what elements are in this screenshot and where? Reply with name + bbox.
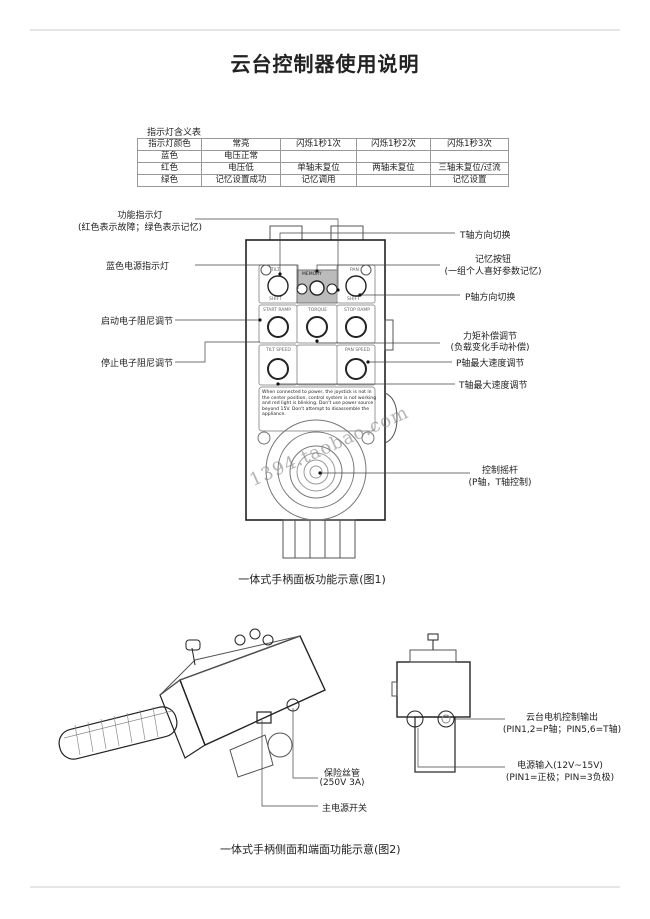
table-cell: 记忆设置 [430, 174, 509, 187]
controller-side-view [58, 628, 326, 778]
label-joystick-note: (P轴，T轴控制) [468, 478, 532, 488]
table-cell: 电压正常 [201, 150, 281, 163]
table-cell [356, 150, 431, 163]
label-power-input-note: (PIN1=正极；PIN=3负极) [505, 773, 615, 783]
header-cell: 常亮 [201, 138, 281, 151]
indicator-table: 指示灯颜色 常亮 闪烁1秒1次 闪烁1秒2次 闪烁1秒3次 蓝色 电压正常 红色… [137, 138, 509, 187]
page-title: 云台控制器使用说明 [230, 52, 420, 76]
table-cell [356, 174, 431, 187]
figure2-end-leaders [417, 718, 505, 768]
header-cell: 指示灯颜色 [137, 138, 202, 151]
table-cell: 电压低 [201, 162, 281, 175]
controller-end-view [391, 633, 471, 773]
table-cell: 三轴未复位/过流 [430, 162, 509, 175]
label-tilt-shift: T轴方向切换 [460, 231, 511, 241]
label-torque: 力矩补偿调节 [462, 332, 518, 342]
table-cell: 记忆设置成功 [201, 174, 281, 187]
panel-stop-ramp-text: STOP RAMP [344, 308, 370, 313]
panel-memory-text: MEMORY [302, 272, 322, 277]
table-header-row: 指示灯颜色 常亮 闪烁1秒1次 闪烁1秒2次 闪烁1秒3次 [137, 138, 509, 151]
table-cell: 绿色 [137, 174, 202, 187]
label-joystick: 控制摇杆 [481, 466, 519, 476]
panel-tilt-speed-text: TILT SPEED [266, 348, 291, 353]
panel-start-ramp-text: START RAMP [263, 308, 291, 313]
table-row: 绿色 记忆设置成功 记忆调用 记忆设置 [137, 174, 509, 187]
table-cell: 红色 [137, 162, 202, 175]
label-torque-note: (负载变化手动补偿) [450, 343, 530, 353]
table-cell: 单轴未复位 [280, 162, 357, 175]
header-cell: 闪烁1秒1次 [280, 138, 357, 151]
label-power-input: 电源输入(12V~15V) [517, 761, 603, 771]
table-row: 红色 电压低 单轴未复位 两轴未复位 三轴未复位/过流 [137, 162, 509, 175]
label-start-ramp: 启动电子阻尼调节 [101, 317, 174, 327]
label-pan-shift: P轴方向切换 [465, 293, 516, 303]
table-cell: 蓝色 [137, 150, 202, 163]
figure2-side-leaders [261, 708, 318, 807]
label-pan-speed: P轴最大速度调节 [456, 359, 525, 369]
label-memory-note: (一组个人喜好参数记忆) [444, 267, 542, 277]
label-power-light: 蓝色电源指示灯 [106, 262, 170, 272]
table-cell: 记忆调用 [280, 174, 357, 187]
label-memory: 记忆按钮 [474, 255, 512, 265]
table-cell [280, 150, 357, 163]
label-stop-ramp: 停止电子阻尼调节 [101, 359, 174, 369]
panel-tilt-text: TILT [271, 268, 280, 273]
panel-torque-text: TORQUE [308, 308, 328, 313]
label-main-switch: 主电源开关 [322, 804, 368, 814]
panel-pan-text: PAN [350, 268, 359, 273]
panel-pan-speed-text: PAN SPEED [345, 348, 371, 353]
table-cell: 两轴未复位 [356, 162, 431, 175]
table-row: 蓝色 电压正常 [137, 150, 509, 163]
figure1-caption: 一体式手柄面板功能示意(图1) [238, 573, 386, 586]
label-function-light: 功能指示灯 [117, 211, 163, 221]
table-cell [430, 150, 509, 163]
panel-pan-shift-text: SHIFT [347, 297, 360, 302]
table-caption: 指示灯含义表 [147, 128, 202, 138]
header-cell: 闪烁1秒3次 [430, 138, 509, 151]
label-fuse: 保险丝管 [323, 769, 361, 779]
label-tilt-speed: T轴最大速度调节 [459, 381, 528, 391]
figure2-caption: 一体式手柄侧面和端面功能示意(图2) [220, 843, 401, 856]
label-motor-output-note: (PIN1,2=P轴；PIN5,6=T轴) [502, 725, 622, 735]
label-motor-output: 云台电机控制输出 [525, 713, 599, 723]
label-fuse-note: (250V 3A) [319, 778, 365, 788]
panel-warning-text: When connected to power, the joystick is… [262, 390, 377, 418]
label-function-light-note: (红色表示故障；绿色表示记忆) [77, 223, 203, 233]
figure1-leader-dots [258, 269, 370, 475]
figure1-leader-lines [175, 218, 470, 474]
panel-tilt-shift-text: SHIFT [269, 297, 282, 302]
header-cell: 闪烁1秒2次 [356, 138, 431, 151]
